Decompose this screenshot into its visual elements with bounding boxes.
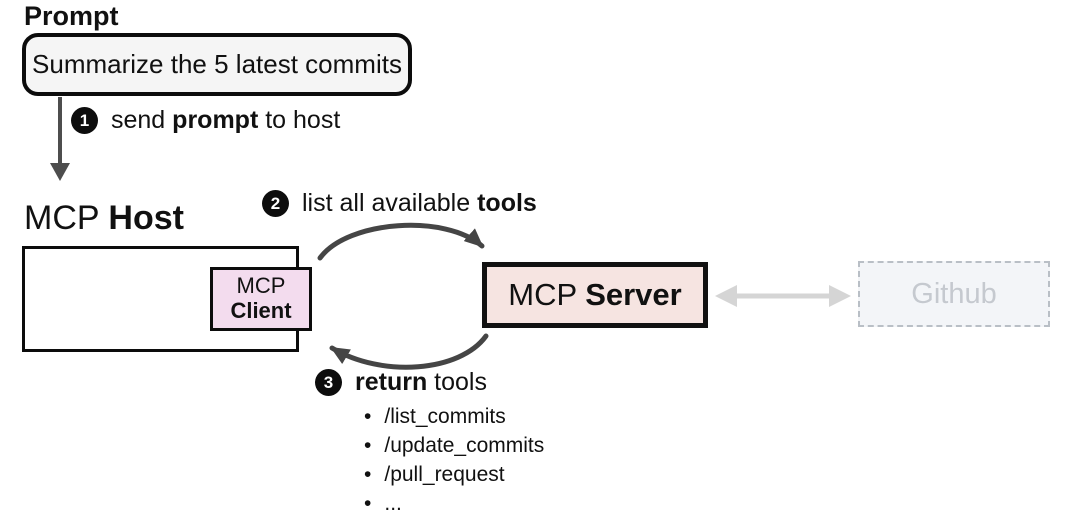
tools-list: • /list_commits • /update_commits • /pul… [364, 402, 544, 518]
mcp-client-line2: Client [230, 298, 292, 323]
bullet-icon: • [364, 405, 372, 428]
response-arc-arrow [329, 333, 489, 370]
tool-name: /pull_request [384, 462, 505, 486]
step-3-text: return tools [355, 368, 487, 396]
bullet-icon: • [364, 492, 372, 515]
prompt-to-host-arrow [50, 97, 70, 181]
github-label: Github [911, 277, 997, 310]
mcp-client-line1: MCP [236, 273, 286, 299]
mcp-server-box: MCP Server [482, 262, 708, 328]
list-item: • /update_commits [364, 431, 544, 460]
request-arc-arrow [317, 222, 485, 261]
step-2-text: list all available tools [302, 189, 537, 217]
step-2-label: 2 list all available tools [262, 189, 537, 218]
step-1-text: send prompt to host [111, 106, 341, 134]
step-1-badge-icon: 1 [71, 107, 98, 134]
mcp-client-box: MCP Client [210, 267, 312, 331]
prompt-bubble: Summarize the 5 latest commits [22, 33, 412, 96]
tool-name: ... [384, 491, 402, 515]
bullet-icon: • [364, 463, 372, 486]
mcp-host-label: MCP Host [24, 199, 184, 237]
list-item: • /pull_request [364, 460, 544, 489]
tool-name: /update_commits [384, 433, 545, 457]
prompt-title: Prompt [24, 1, 119, 31]
step-1-label: 1 send prompt to host [71, 106, 340, 135]
mcp-server-text: MCP Server [508, 277, 682, 312]
list-item: • /list_commits [364, 402, 544, 431]
bullet-icon: • [364, 434, 372, 457]
list-item: • ... [364, 489, 544, 518]
github-box: Github [858, 261, 1050, 327]
step-3-label: 3 return tools [315, 368, 487, 397]
step-3-badge-icon: 3 [315, 369, 342, 396]
tool-name: /list_commits [384, 404, 506, 428]
prompt-bubble-text: Summarize the 5 latest commits [32, 49, 402, 79]
server-github-arrow [715, 285, 851, 307]
step-2-badge-icon: 2 [262, 190, 289, 217]
